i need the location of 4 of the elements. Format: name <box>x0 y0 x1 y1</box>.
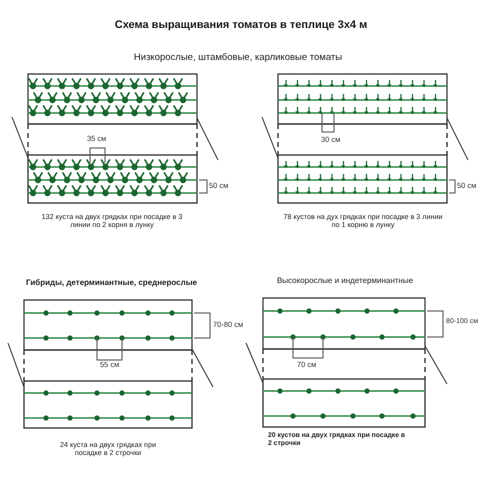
section-heading: Высокорослые и индетерминантные <box>276 276 414 286</box>
section-heading: Гибриды, детерминантные, среднерослые <box>26 278 197 288</box>
diagram-title: Схема выращивания томатов в теплице 3х4 м <box>114 19 368 32</box>
section-heading: Низкорослые, штамбовые, карликовые томаты <box>134 53 342 64</box>
